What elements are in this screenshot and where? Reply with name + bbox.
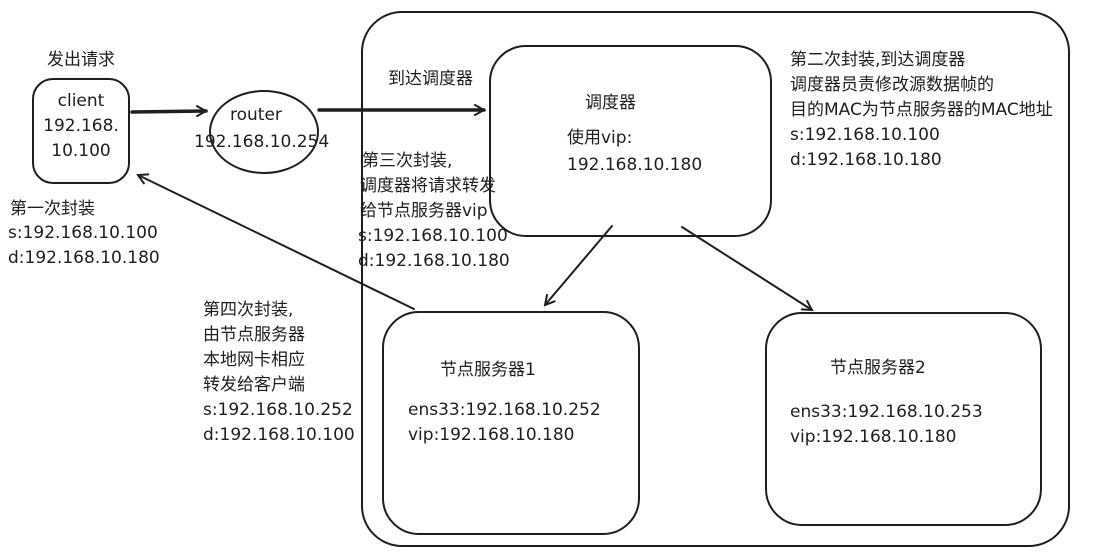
node-server-2-box (765, 312, 1042, 526)
encap2-src: s:192.168.10.100 (790, 125, 940, 145)
encap4-line4: 转发给客户端 (203, 375, 305, 395)
client-ip-part1: 192.168. (43, 116, 119, 136)
encap3-line3: 给节点服务器vip (360, 201, 488, 221)
encap4-dst: d:192.168.10.100 (203, 425, 355, 445)
encap4-line3: 本地网卡相应 (203, 350, 305, 370)
arrow-scheduler-to-node1 (545, 225, 613, 305)
arrow-label-to-scheduler: 到达调度器 (388, 69, 473, 89)
encap3-dst: d:192.168.10.180 (358, 251, 510, 271)
encap3-src: s:192.168.10.100 (358, 226, 508, 246)
encap2-line1: 第二次封装,到达调度器 (790, 50, 966, 70)
scheduler-title: 调度器 (585, 93, 636, 113)
router-ip: 192.168.10.254 (194, 132, 330, 152)
scheduler-vip: 192.168.10.180 (567, 155, 703, 175)
node2-title: 节点服务器2 (830, 358, 926, 378)
encap4-line2: 由节点服务器 (203, 325, 305, 345)
node2-ens: ens33:192.168.10.253 (790, 402, 983, 422)
client-caption: 发出请求 (47, 50, 115, 70)
scheduler-box (489, 45, 772, 237)
scheduler-vip-label: 使用vip: (567, 128, 633, 148)
node1-title: 节点服务器1 (440, 360, 536, 380)
encap2-line3: 目的MAC为节点服务器的MAC地址 (790, 100, 1053, 120)
client-ip-part2: 10.100 (51, 141, 111, 161)
node1-vip: vip:192.168.10.180 (408, 425, 575, 445)
encap2-dst: d:192.168.10.180 (790, 150, 942, 170)
encap4-line1: 第四次封装, (203, 300, 294, 320)
arrow-scheduler-to-node2 (681, 226, 812, 310)
client-box (32, 78, 130, 184)
node1-ens: ens33:192.168.10.252 (408, 400, 601, 420)
client-label: client (57, 91, 105, 111)
node2-vip: vip:192.168.10.180 (790, 427, 957, 447)
router-node (209, 90, 319, 174)
encap1-src: s:192.168.10.100 (8, 223, 158, 243)
arrow-client-to-router (130, 111, 206, 112)
encap2-line2: 调度器员责修改源数据帧的 (790, 75, 994, 95)
encap1-dst: d:192.168.10.180 (8, 248, 160, 268)
encap3-line2: 调度器将请求转发 (360, 176, 496, 196)
cluster-boundary (361, 11, 1070, 547)
encap4-src: s:192.168.10.252 (203, 400, 353, 420)
router-label: router (230, 105, 282, 125)
encap3-line1: 第三次封装, (362, 151, 453, 171)
node-server-1-box (382, 311, 640, 535)
encap1-title: 第一次封装 (10, 199, 95, 219)
arrow-node1-to-client (138, 175, 415, 310)
